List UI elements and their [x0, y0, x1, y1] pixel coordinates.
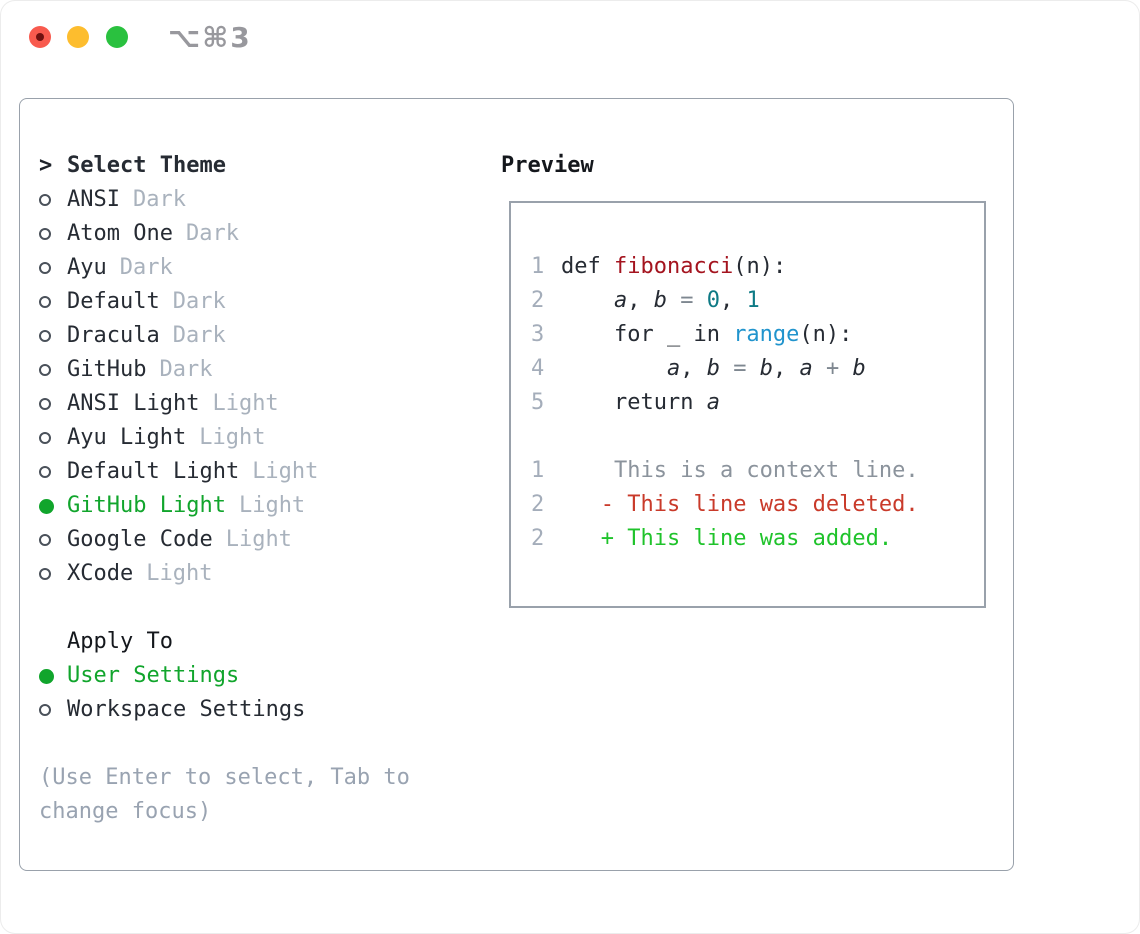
maximize-button[interactable]: [106, 26, 128, 48]
code-line: 4 a, b = b, a + b: [531, 352, 976, 386]
code-line: 3 for _ in range(n):: [531, 318, 976, 352]
apply-target-label: User Settings: [67, 663, 240, 688]
minimize-button[interactable]: [67, 26, 89, 48]
theme-label: Dracula: [67, 323, 160, 348]
theme-label: GitHub: [67, 357, 147, 382]
code-text: + This line was added.: [600, 526, 893, 551]
theme-label: XCode: [67, 561, 134, 586]
theme-variant-tag: Light: [238, 493, 306, 518]
close-button[interactable]: [29, 26, 51, 48]
theme-label: Ayu Light: [67, 425, 187, 450]
radio-unselected-icon: [39, 534, 51, 546]
theme-option[interactable]: Default Light Light: [39, 455, 489, 489]
theme-label: Google Code: [67, 527, 213, 552]
theme-variant-tag: Dark: [172, 323, 226, 348]
theme-option[interactable]: ANSI Dark: [39, 183, 489, 217]
line-number: [531, 420, 561, 454]
select-theme-header: > Select Theme: [39, 149, 489, 183]
code-text: This is a context line.: [561, 458, 919, 483]
code-line: 1 def fibonacci(n):: [531, 250, 976, 284]
line-number: 4: [531, 356, 545, 381]
code-line: 1 This is a context line.: [531, 454, 976, 488]
theme-variant-tag: Dark: [132, 187, 186, 212]
radio-selected-icon: [39, 498, 54, 514]
line-number: 1: [531, 254, 545, 279]
code-text: for _ in range(n):: [561, 322, 853, 347]
theme-variant-tag: Light: [252, 459, 319, 484]
code-text: return a: [561, 390, 720, 415]
line-number: 3: [531, 322, 545, 347]
theme-label: Default: [67, 289, 160, 314]
radio-unselected-icon: [39, 228, 51, 240]
window-shortcut-label: ⌥⌘3: [168, 21, 252, 54]
apply-target-label: Workspace Settings: [67, 697, 306, 722]
radio-unselected-icon: [39, 398, 51, 410]
code-line: 2 - This line was deleted.: [531, 488, 976, 522]
preview-title: Preview: [501, 153, 594, 178]
theme-option[interactable]: GitHub Dark: [39, 353, 489, 387]
theme-variant-tag: Dark: [119, 255, 173, 280]
radio-unselected-icon: [39, 296, 51, 308]
code-text: a, b = 0, 1: [613, 288, 760, 313]
theme-label: Atom One: [67, 221, 173, 246]
code-text: a, b = b, a + b: [666, 356, 866, 381]
code-text: def fibonacci(n):: [561, 254, 787, 279]
theme-label: ANSI: [67, 187, 120, 212]
titlebar: ⌥⌘3: [0, 0, 1140, 75]
theme-option[interactable]: ANSI Light Light: [39, 387, 489, 421]
radio-unselected-icon: [39, 466, 51, 478]
theme-option[interactable]: Default Dark: [39, 285, 489, 319]
apply-to-title: Apply To: [67, 629, 173, 654]
theme-option[interactable]: Atom One Dark: [39, 217, 489, 251]
radio-unselected-icon: [39, 568, 51, 580]
select-theme-title: Select Theme: [67, 153, 226, 178]
theme-variant-tag: Dark: [172, 289, 226, 314]
radio-unselected-icon: [39, 262, 51, 274]
theme-option[interactable]: Ayu Dark: [39, 251, 489, 285]
theme-option[interactable]: GitHub Light Light: [39, 489, 489, 523]
apply-target-option[interactable]: Workspace Settings: [39, 693, 489, 727]
theme-variant-tag: Dark: [159, 357, 213, 382]
code-line: 5 return a: [531, 386, 976, 420]
code-line: 2 + This line was added.: [531, 522, 976, 556]
line-number: 2: [531, 492, 545, 517]
theme-option[interactable]: Ayu Light Light: [39, 421, 489, 455]
theme-variant-tag: Dark: [185, 221, 239, 246]
theme-label: Default Light: [67, 459, 240, 484]
apply-to-header: Apply To: [39, 625, 489, 659]
theme-label: Ayu: [67, 255, 107, 280]
radio-unselected-icon: [39, 704, 51, 716]
code-line: [531, 420, 976, 454]
theme-option[interactable]: XCode Light: [39, 557, 489, 591]
radio-unselected-icon: [39, 330, 51, 342]
radio-selected-icon: [39, 668, 54, 684]
code-line: 2 a, b = 0, 1: [531, 284, 976, 318]
theme-label: GitHub Light: [67, 493, 226, 518]
theme-variant-tag: Light: [212, 391, 279, 416]
apply-target-option[interactable]: User Settings: [39, 659, 489, 693]
close-button-dot-icon: [36, 33, 44, 41]
selection-chevron-icon: >: [39, 153, 53, 178]
theme-option[interactable]: Dracula Dark: [39, 319, 489, 353]
theme-variant-tag: Light: [199, 425, 266, 450]
hint-text: (Use Enter to select, Tab to change focu…: [39, 765, 410, 824]
line-number: 2: [531, 526, 545, 551]
line-number: 5: [531, 390, 545, 415]
theme-variant-tag: Light: [225, 527, 292, 552]
code-text: - This line was deleted.: [600, 492, 919, 517]
line-number: 1: [531, 458, 545, 483]
line-number: 2: [531, 288, 545, 313]
theme-label: ANSI Light: [67, 391, 200, 416]
radio-unselected-icon: [39, 364, 51, 376]
theme-option[interactable]: Google Code Light: [39, 523, 489, 557]
radio-unselected-icon: [39, 194, 51, 206]
theme-variant-tag: Light: [146, 561, 213, 586]
radio-unselected-icon: [39, 432, 51, 444]
